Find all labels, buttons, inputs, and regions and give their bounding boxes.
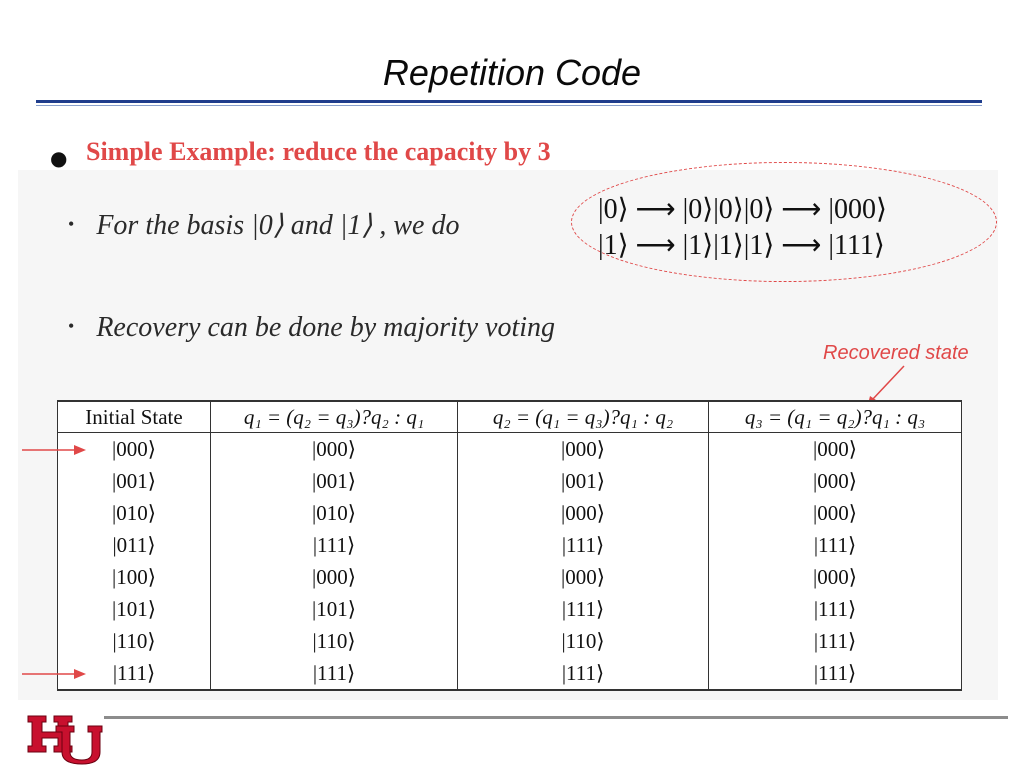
table-cell: |000⟩ — [708, 465, 962, 497]
table-cell: |001⟩ — [210, 465, 458, 497]
table-row: |101⟩|101⟩|111⟩|111⟩ — [57, 593, 962, 625]
table-row: |010⟩|010⟩|000⟩|000⟩ — [57, 497, 962, 529]
table-cell: |010⟩ — [210, 497, 458, 529]
table-cell: |110⟩ — [457, 625, 709, 657]
table-cell: |111⟩ — [708, 657, 962, 691]
table-cell: |111⟩ — [708, 593, 962, 625]
table-cell: |111⟩ — [457, 593, 709, 625]
table-cell: |001⟩ — [457, 465, 709, 497]
table-cell: |100⟩ — [57, 561, 211, 593]
table-row: |110⟩|110⟩|110⟩|111⟩ — [57, 625, 962, 657]
table-cell: |111⟩ — [210, 657, 458, 691]
recovered-state-annotation: Recovered state — [823, 342, 969, 364]
table-cell: |000⟩ — [210, 432, 458, 465]
table-row: |111⟩|111⟩|111⟩|111⟩ — [57, 657, 962, 691]
column-header: q₃ = (q₁ = q₂)?q₁ : q₃ — [708, 400, 962, 433]
table-cell: |000⟩ — [457, 497, 709, 529]
table-row: |011⟩|111⟩|111⟩|111⟩ — [57, 529, 962, 561]
table-cell: |111⟩ — [457, 529, 709, 561]
slide-title: Repetition Code — [382, 52, 642, 93]
table-cell: |101⟩ — [210, 593, 458, 625]
column-header: q₂ = (q₁ = q₃)?q₁ : q₂ — [457, 400, 709, 433]
table-row: |001⟩|001⟩|001⟩|000⟩ — [57, 465, 962, 497]
table-cell: |111⟩ — [708, 625, 962, 657]
table-cell: |000⟩ — [708, 497, 962, 529]
highlight-oval — [571, 162, 997, 282]
table-header-row: Initial State q₁ = (q₂ = q₃)?q₂ : q₁ q₂ … — [57, 400, 962, 433]
title-divider — [36, 100, 982, 103]
table-row: |000⟩|000⟩|000⟩|000⟩ — [57, 432, 962, 465]
table-cell: |000⟩ — [708, 432, 962, 465]
sub-bullet-recovery-text: Recovery can be done by majority voting — [96, 312, 556, 343]
column-header: Initial State — [57, 400, 211, 433]
table-cell: |001⟩ — [57, 465, 211, 497]
column-header: q₁ = (q₂ = q₃)?q₂ : q₁ — [210, 400, 458, 433]
bullet-marker: ● — [50, 146, 68, 170]
bullet-heading: Simple Example: reduce the capacity by 3 — [86, 137, 551, 166]
table-cell: |000⟩ — [210, 561, 458, 593]
encoding-map-zero: |0⟩ ⟶ |0⟩|0⟩|0⟩ ⟶ |000⟩ — [598, 194, 887, 225]
table-row: |100⟩|000⟩|000⟩|000⟩ — [57, 561, 962, 593]
arrow-right-icon — [22, 669, 86, 679]
sub-bullet-marker: • — [68, 316, 75, 336]
sub-bullet-recovery: • Recovery can be done by majority voting — [68, 312, 555, 344]
recovery-table: Initial State q₁ = (q₂ = q₃)?q₂ : q₁ q₂ … — [57, 400, 962, 691]
footer-divider — [104, 716, 1008, 719]
table-cell: |110⟩ — [210, 625, 458, 657]
table-cell: |000⟩ — [457, 432, 709, 465]
sub-bullet-marker: • — [68, 214, 75, 234]
table-cell: |000⟩ — [457, 561, 709, 593]
table-cell: |111⟩ — [210, 529, 458, 561]
scan-margin — [0, 170, 18, 700]
table-cell: |000⟩ — [708, 561, 962, 593]
table-cell: |011⟩ — [57, 529, 211, 561]
title-divider-thin — [36, 105, 982, 106]
table-cell: |010⟩ — [57, 497, 211, 529]
table-cell: |110⟩ — [57, 625, 211, 657]
table-cell: |111⟩ — [708, 529, 962, 561]
encoding-map-one: |1⟩ ⟶ |1⟩|1⟩|1⟩ ⟶ |111⟩ — [598, 230, 885, 261]
arrow-right-icon — [22, 445, 86, 455]
sub-bullet-basis-text: For the basis |0⟩ and |1⟩ , we do — [96, 210, 460, 241]
university-logo-icon — [27, 715, 103, 765]
table-cell: |101⟩ — [57, 593, 211, 625]
table-cell: |000⟩ — [57, 432, 211, 465]
sub-bullet-basis: • For the basis |0⟩ and |1⟩ , we do — [68, 208, 459, 242]
table-cell: |111⟩ — [457, 657, 709, 691]
